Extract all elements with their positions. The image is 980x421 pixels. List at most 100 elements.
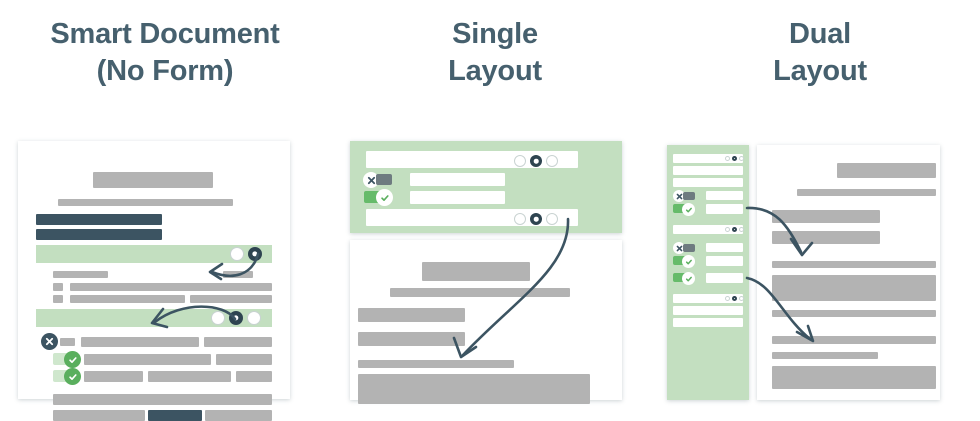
check-icon	[682, 272, 695, 285]
status-pill	[673, 273, 686, 282]
form-field-row[interactable]	[673, 166, 743, 175]
body-line	[358, 308, 465, 322]
radio-selected-icon[interactable]	[732, 227, 737, 232]
form-field-row[interactable]	[706, 191, 743, 200]
radio-unselected-icon[interactable]	[725, 156, 730, 161]
radio-unselected-icon[interactable]	[725, 227, 730, 232]
panel-smart-document: Smart Document (No Form)	[0, 0, 330, 421]
radio-selected-icon[interactable]	[229, 311, 243, 325]
check-icon	[682, 255, 695, 268]
radio-unselected-icon[interactable]	[247, 311, 261, 325]
body-line	[358, 332, 465, 346]
document-card	[757, 145, 940, 400]
title-placeholder	[837, 163, 936, 178]
radio-unselected-icon[interactable]	[739, 227, 744, 232]
status-row-content	[216, 354, 272, 365]
form-field-row[interactable]	[673, 306, 743, 315]
subtitle-placeholder	[390, 288, 570, 297]
body-line	[358, 360, 514, 368]
form-field-row[interactable]	[706, 243, 743, 252]
x-icon	[673, 242, 685, 254]
radio-unselected-icon[interactable]	[739, 296, 744, 301]
radio-selected-icon[interactable]	[248, 247, 262, 261]
x-icon	[41, 333, 58, 350]
radio-unselected-icon[interactable]	[546, 155, 558, 167]
form-field-row[interactable]	[673, 154, 743, 163]
radio-unselected-icon[interactable]	[211, 311, 225, 325]
radio-unselected-icon[interactable]	[230, 247, 244, 261]
form-field-row[interactable]	[410, 173, 505, 186]
check-icon	[376, 189, 393, 206]
footer-bar	[53, 394, 272, 405]
x-icon	[673, 190, 685, 202]
panel-dual-layout: Dual Layout	[660, 0, 980, 420]
status-row-content	[81, 337, 199, 347]
panel-heading-dual-layout: Dual Layout	[660, 16, 980, 90]
check-glyph	[685, 259, 692, 264]
radio-unselected-icon[interactable]	[514, 213, 526, 225]
status-pill	[683, 244, 695, 252]
body-line	[772, 231, 880, 244]
title-placeholder	[422, 262, 530, 281]
check-glyph	[685, 276, 692, 281]
x-glyph	[45, 337, 54, 346]
title-placeholder	[93, 172, 213, 188]
radio-selected-icon[interactable]	[732, 156, 737, 161]
body-line	[772, 352, 878, 359]
document-card	[350, 240, 622, 404]
form-card	[350, 141, 622, 233]
header-bar-1	[36, 214, 162, 225]
heading-line-1: Dual	[788, 18, 852, 50]
form-field-row[interactable]	[706, 204, 743, 214]
status-pill	[376, 174, 392, 185]
status-row-content	[84, 371, 143, 382]
form-field-row[interactable]	[673, 318, 743, 327]
panel-heading-smart-document: Smart Document (No Form)	[0, 16, 330, 90]
subtitle-placeholder	[58, 199, 233, 206]
check-icon	[64, 351, 81, 368]
form-field-row[interactable]	[410, 191, 505, 204]
status-row-pill	[60, 338, 75, 346]
form-field-row[interactable]	[673, 294, 743, 303]
panel-heading-single-layout: Single Layout	[330, 16, 660, 90]
status-row-content	[236, 371, 272, 382]
form-field-row[interactable]	[673, 225, 743, 234]
status-pill	[673, 256, 686, 265]
heading-line-2: (No Form)	[96, 55, 234, 88]
x-icon	[363, 172, 379, 188]
status-pill	[673, 204, 686, 213]
heading-line-1: Smart Document	[50, 18, 280, 50]
form-field-row[interactable]	[706, 273, 743, 283]
check-glyph	[685, 207, 692, 212]
radio-selected-icon[interactable]	[732, 296, 737, 301]
form-field-row[interactable]	[673, 178, 743, 187]
form-sidebar-card	[667, 145, 749, 400]
body-line	[772, 310, 936, 317]
heading-line-2: Layout	[448, 55, 542, 88]
check-icon	[64, 368, 81, 385]
body-block	[772, 366, 936, 389]
row-label	[53, 271, 108, 278]
body-line	[772, 336, 936, 344]
radio-unselected-icon[interactable]	[546, 213, 558, 225]
header-bar-2	[36, 229, 162, 240]
footer-bar	[205, 410, 272, 421]
row-content	[190, 295, 272, 303]
form-field-row[interactable]	[706, 256, 743, 266]
check-glyph	[68, 373, 77, 380]
radio-unselected-icon[interactable]	[739, 156, 744, 161]
x-glyph	[676, 193, 682, 199]
radio-unselected-icon[interactable]	[725, 296, 730, 301]
x-glyph	[367, 176, 375, 184]
check-glyph	[68, 356, 77, 363]
heading-line-2: Layout	[773, 55, 867, 88]
radio-unselected-icon[interactable]	[514, 155, 526, 167]
status-row-content	[84, 354, 211, 365]
row-content	[70, 295, 185, 303]
check-glyph	[380, 194, 389, 201]
footer-bar	[53, 410, 145, 421]
document-card	[18, 141, 290, 421]
row-marker	[53, 283, 63, 291]
radio-selected-icon[interactable]	[530, 213, 542, 225]
radio-selected-icon[interactable]	[530, 155, 542, 167]
